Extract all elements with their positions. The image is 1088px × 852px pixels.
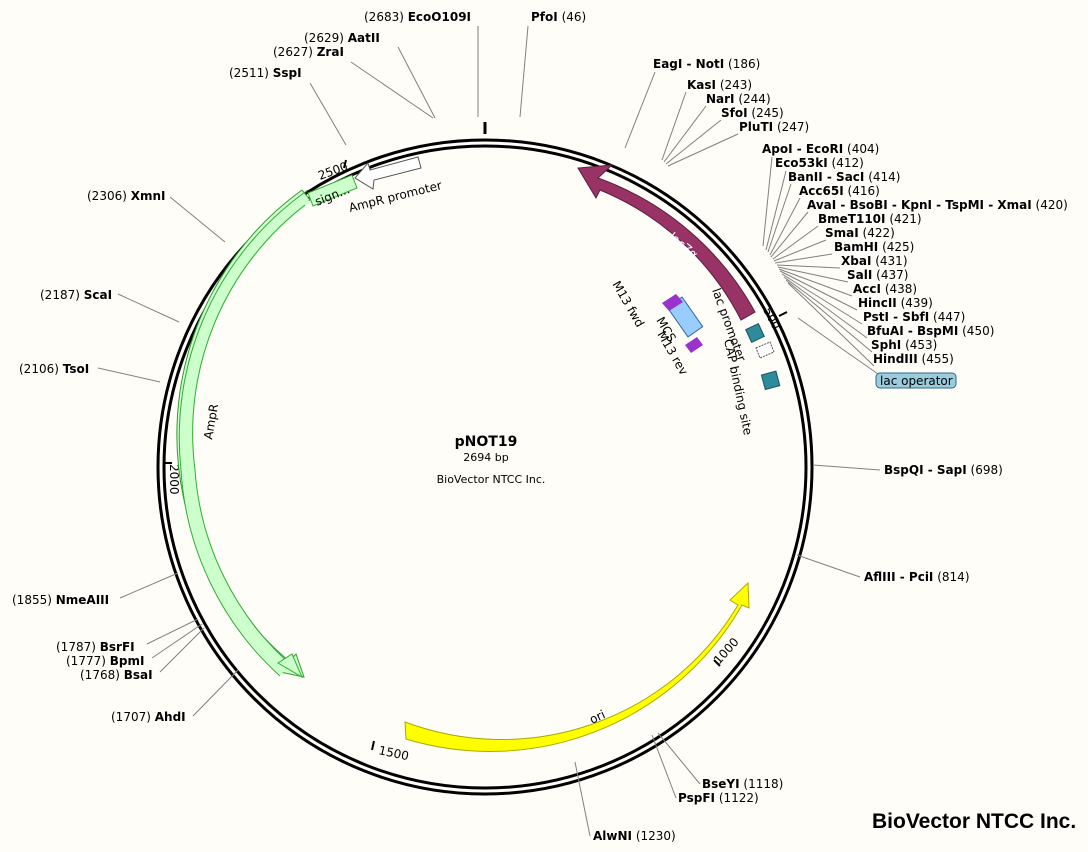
- ruler-tick-500: 500: [760, 305, 788, 332]
- enzyme-label[interactable]: (1777) BpmI: [66, 654, 144, 668]
- cap-site-label: CAP binding site: [721, 338, 755, 437]
- backbone-outer: [156, 138, 814, 796]
- enzyme-label[interactable]: (2306) XmnI: [87, 189, 166, 203]
- lacza-feature[interactable]: [577, 164, 756, 321]
- ampr-promoter-label: AmpR promoter: [347, 178, 443, 215]
- enzyme-label[interactable]: (1768) BsaI: [80, 668, 153, 682]
- backbone-inner: [162, 144, 808, 790]
- enzyme-label[interactable]: BanII - SacI (414): [788, 170, 900, 184]
- ruler-tick-1500: 1500: [371, 740, 410, 763]
- brand-logo: BioVector NTCC Inc.: [872, 810, 1076, 833]
- cap-binding-box[interactable]: [760, 370, 781, 391]
- enzyme-label[interactable]: BspQI - SapI (698): [884, 463, 1003, 477]
- ampr-body: [178, 191, 311, 676]
- lac-promoter-feature[interactable]: [755, 341, 775, 359]
- enzyme-label[interactable]: (2629) AatII: [304, 31, 380, 45]
- enzyme-label[interactable]: PstI - SbfI (447): [863, 310, 965, 324]
- enzyme-label[interactable]: BmeT110I (421): [818, 212, 922, 226]
- ruler-tick-2000: 2000: [164, 462, 181, 495]
- enzyme-label[interactable]: (2683) EcoO109I: [364, 10, 471, 24]
- m13-rev-primer[interactable]: [685, 337, 703, 353]
- enzyme-label[interactable]: BamHI (425): [834, 240, 914, 254]
- lac-operator-label-box: [875, 372, 957, 389]
- enzyme-label[interactable]: EagI - NotI (186): [653, 57, 760, 71]
- svg-text:2000: 2000: [167, 464, 181, 495]
- m13-fwd-label: M13 fwd: [609, 279, 647, 330]
- lac-operator-box[interactable]: [745, 323, 765, 343]
- enzyme-label[interactable]: (1855) NmeAIII: [12, 593, 109, 607]
- svg-text:1500: 1500: [377, 743, 410, 763]
- enzyme-label[interactable]: KasI (243): [687, 78, 752, 92]
- plasmid-author: BioVector NTCC Inc.: [437, 473, 546, 486]
- plasmid-name: pNOT19: [455, 434, 518, 450]
- enzyme-label[interactable]: AlwNI (1230): [593, 829, 676, 843]
- enzyme-label[interactable]: SmaI (422): [825, 226, 895, 240]
- enzyme-label[interactable]: Acc65I (416): [799, 184, 880, 198]
- enzyme-label[interactable]: (2187) ScaI: [40, 288, 112, 302]
- enzyme-label[interactable]: (2627) ZraI: [273, 45, 344, 59]
- enzyme-label[interactable]: (1787) BsrFI: [56, 640, 135, 654]
- ampr-label: AmpR: [201, 403, 221, 441]
- enzyme-label[interactable]: HindIII (455): [873, 352, 954, 366]
- enzyme-label[interactable]: AvaI - BsoBI - KpnI - TspMI - XmaI (420): [807, 198, 1068, 212]
- ampr-promoter-feature[interactable]: [354, 156, 422, 190]
- enzyme-label[interactable]: PspFI (1122): [678, 791, 759, 805]
- enzyme-label[interactable]: SfoI (245): [721, 106, 784, 120]
- enzyme-label[interactable]: AflIII - PciI (814): [864, 570, 970, 584]
- enzyme-label[interactable]: SphI (453): [871, 338, 937, 352]
- ampr-arrowhead: [277, 653, 304, 679]
- enzyme-label[interactable]: (2106) TsoI: [19, 362, 89, 376]
- lac-operator-label: lac operator: [880, 374, 953, 388]
- ori-feature[interactable]: [404, 581, 750, 752]
- plasmid-length: 2694 bp: [463, 451, 508, 464]
- enzyme-label[interactable]: BseYI (1118): [702, 777, 783, 791]
- enzyme-label[interactable]: (1707) AhdI: [111, 710, 186, 724]
- ori-label: ori: [587, 707, 607, 726]
- m13-fwd-primer[interactable]: [662, 294, 683, 311]
- enzyme-label[interactable]: XbaI (431): [841, 254, 908, 268]
- enzyme-label[interactable]: PfoI (46): [531, 10, 586, 24]
- enzyme-label[interactable]: ApoI - EcoRI (404): [762, 142, 879, 156]
- signal-feature[interactable]: [307, 174, 358, 207]
- enzyme-label[interactable]: Eco53kI (412): [775, 156, 864, 170]
- enzyme-label[interactable]: (2511) SspI: [229, 66, 302, 80]
- enzyme-label[interactable]: NarI (244): [706, 92, 771, 106]
- enzyme-label[interactable]: SalI (437): [847, 268, 908, 282]
- enzyme-label[interactable]: AccI (438): [853, 282, 917, 296]
- enzyme-labels: (2683) EcoO109I PfoI (46) (2629) AatII (…: [12, 10, 1068, 843]
- enzyme-label[interactable]: PluTI (247): [739, 120, 809, 134]
- enzyme-leaders: [97, 25, 881, 837]
- enzyme-label[interactable]: BfuAI - BspMI (450): [867, 324, 994, 338]
- enzyme-label[interactable]: HincII (439): [858, 296, 933, 310]
